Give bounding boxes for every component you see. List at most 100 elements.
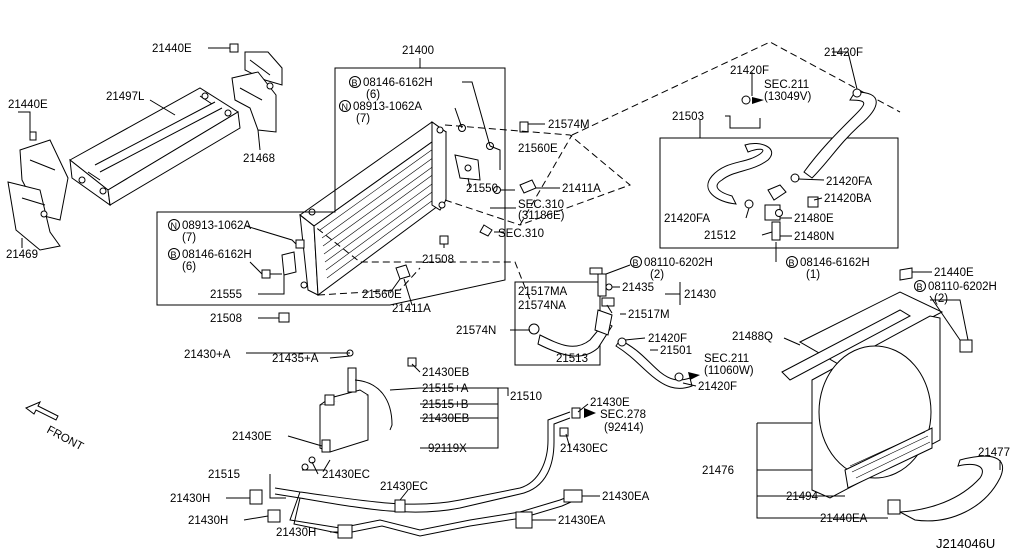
label-21508-b: 21508 xyxy=(210,313,242,325)
circle-b-4: B xyxy=(633,258,639,268)
label-21515: 21515 xyxy=(208,469,240,481)
label-sec211-b-sub: (11060W) xyxy=(704,365,754,377)
label-08913-1062A-a-qty: (7) xyxy=(356,113,370,125)
label-08913-1062A-a: 08913-1062A xyxy=(353,101,422,113)
leader-lines xyxy=(18,47,1001,533)
label-92119X: 92119X xyxy=(428,443,467,455)
label-21574M: 21574M xyxy=(548,119,590,131)
label-21512: 21512 xyxy=(704,230,736,242)
label-08146-6162H-c: 08146-6162H xyxy=(800,257,870,269)
label-sec211-a: SEC.211 xyxy=(764,79,809,91)
circle-b-5: B xyxy=(917,282,923,292)
label-21420F-top: 21420F xyxy=(824,47,863,59)
label-21440E-top: 21440E xyxy=(152,43,192,55)
circle-b-3: B xyxy=(789,258,795,268)
radiator-group-outline xyxy=(156,67,506,306)
label-08110-6202H-a-qty: (2) xyxy=(650,269,664,281)
part-labels: 21440E 21440E 21497L 21468 21469 21400 B… xyxy=(6,43,1010,551)
label-21517M: 21517M xyxy=(628,309,670,321)
label-21501: 21501 xyxy=(660,345,692,357)
label-08146-6162H-a: 08146-6162H xyxy=(363,77,433,89)
label-21468: 21468 xyxy=(243,153,275,165)
label-08146-6162H-b: 08146-6162H xyxy=(182,249,252,261)
label-21476: 21476 xyxy=(702,465,734,477)
label-sec211-a-sub: (13049V) xyxy=(764,91,811,103)
label-21430EC-b: 21430EC xyxy=(322,469,370,481)
label-sec278-sub: (92414) xyxy=(604,422,644,434)
label-21430EC-c: 21430EC xyxy=(380,481,428,493)
label-sec278: SEC.278 xyxy=(600,409,646,421)
label-21515B: 21515+B xyxy=(422,399,469,411)
label-21430E-a: 21430E xyxy=(232,431,272,443)
label-21560E-a: 21560E xyxy=(518,143,558,155)
label-21411A-a: 21411A xyxy=(562,183,601,195)
label-21517MA: 21517MA xyxy=(518,286,568,298)
clip-21440E xyxy=(29,43,239,141)
radiator-21400 xyxy=(299,121,447,296)
label-21480N: 21480N xyxy=(794,231,834,243)
label-21497L: 21497L xyxy=(106,91,145,103)
label-08146-6162H-c-qty: (1) xyxy=(806,269,820,281)
label-21411A-b: 21411A xyxy=(392,303,431,315)
label-21430: 21430 xyxy=(684,289,716,301)
reservoir-tank xyxy=(301,349,417,471)
fan-shroud-21476 xyxy=(781,267,1003,522)
radiator-dashed-guides xyxy=(299,124,631,301)
label-21400: 21400 xyxy=(402,45,434,57)
label-21550: 21550 xyxy=(466,183,498,195)
label-21430A: 21430+A xyxy=(184,349,231,361)
label-21430EC-a: 21430EC xyxy=(560,443,608,455)
label-21435: 21435 xyxy=(622,282,654,294)
label-08146-6162H-b-qty: (6) xyxy=(182,261,196,273)
label-21574N: 21574N xyxy=(456,325,496,337)
label-sec310-b: SEC.310 xyxy=(498,228,544,240)
label-21420FA-a: 21420FA xyxy=(826,176,872,188)
label-08913-1062A-b: 08913-1062A xyxy=(182,220,251,232)
upper-hose-group xyxy=(659,88,899,249)
circle-n-2: N xyxy=(171,221,178,231)
label-21494: 21494 xyxy=(786,491,819,503)
front-label: FRONT xyxy=(45,424,86,453)
label-sec310-a: SEC.310 xyxy=(518,199,564,211)
label-21430EA-a: 21430EA xyxy=(602,491,650,503)
reservoir-hoses xyxy=(249,407,596,539)
circle-b-1: B xyxy=(352,78,358,88)
label-21469: 21469 xyxy=(6,249,38,261)
label-21420F-b: 21420F xyxy=(648,333,687,345)
label-21420F-c: 21420F xyxy=(698,381,737,393)
circle-b-2: B xyxy=(171,250,177,260)
label-21430H-c: 21430H xyxy=(276,527,316,539)
lower-hose-group xyxy=(514,267,700,389)
bracket-21550 xyxy=(454,154,481,181)
label-21420BA: 21420BA xyxy=(824,193,872,205)
label-21513: 21513 xyxy=(556,353,588,365)
label-08110-6202H-b: 08110-6202H xyxy=(928,281,997,293)
label-21430E-b: 21430E xyxy=(590,397,630,409)
label-21574NA: 21574NA xyxy=(518,300,566,312)
label-21515A: 21515+A xyxy=(422,383,469,395)
label-21420F-a: 21420F xyxy=(730,65,769,77)
label-21430EB-b: 21430EB xyxy=(422,413,470,425)
circle-n-1: N xyxy=(342,102,349,112)
label-21440E-left: 21440E xyxy=(8,99,48,111)
label-21435A: 21435+A xyxy=(272,353,319,365)
front-arrow: FRONT xyxy=(25,401,86,453)
label-21503: 21503 xyxy=(672,111,704,123)
label-21488Q: 21488Q xyxy=(732,331,773,343)
label-21420FA-b: 21420FA xyxy=(664,213,710,225)
hose-dashed-guides xyxy=(519,41,901,226)
label-21560E-b: 21560E xyxy=(362,289,402,301)
label-21430H-a: 21430H xyxy=(170,493,210,505)
label-21555: 21555 xyxy=(210,289,242,301)
label-21430H-b: 21430H xyxy=(188,515,228,527)
label-21510: 21510 xyxy=(510,391,542,403)
label-21440EA: 21440EA xyxy=(820,513,868,525)
label-sec310-a-sub: (31186E) xyxy=(518,210,565,222)
label-21480E: 21480E xyxy=(794,213,834,225)
air-guide-21468 xyxy=(231,51,283,133)
air-guide-21469 xyxy=(7,139,69,251)
air-guide-21497L xyxy=(69,87,241,207)
label-08146-6162H-a-qty: (6) xyxy=(366,89,380,101)
label-21430EA-b: 21430EA xyxy=(558,515,606,527)
